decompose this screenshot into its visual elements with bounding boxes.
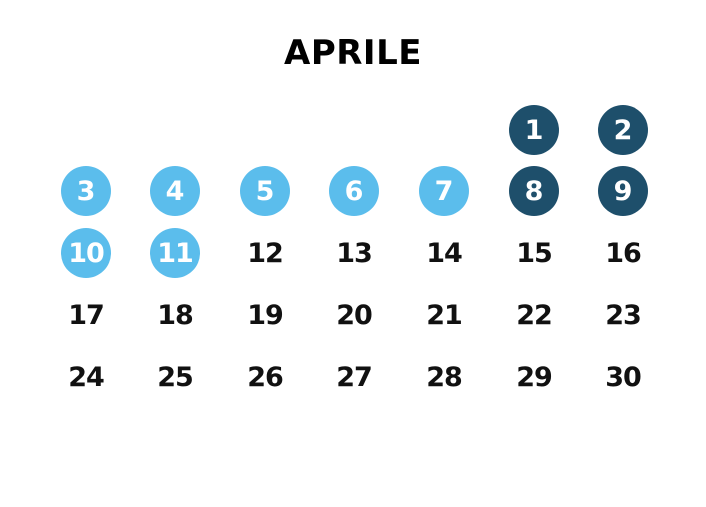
day-15: 15: [516, 237, 553, 269]
day-4: 4: [150, 166, 200, 216]
day-14: 14: [426, 237, 463, 269]
day-21: 21: [426, 299, 463, 331]
month-title: APRILE: [284, 33, 422, 73]
day-18: 18: [157, 299, 194, 331]
day-22: 22: [516, 299, 553, 331]
day-20: 20: [336, 299, 373, 331]
day-26: 26: [247, 361, 284, 393]
day-5: 5: [240, 166, 290, 216]
day-2: 2: [598, 105, 648, 155]
day-12: 12: [247, 237, 284, 269]
day-1: 1: [509, 105, 559, 155]
day-24: 24: [68, 361, 105, 393]
day-16: 16: [605, 237, 642, 269]
day-27: 27: [336, 361, 373, 393]
day-28: 28: [426, 361, 463, 393]
day-30: 30: [605, 361, 642, 393]
day-29: 29: [516, 361, 553, 393]
day-8: 8: [509, 166, 559, 216]
day-19: 19: [247, 299, 284, 331]
day-3: 3: [61, 166, 111, 216]
day-6: 6: [329, 166, 379, 216]
day-23: 23: [605, 299, 642, 331]
day-7: 7: [419, 166, 469, 216]
day-13: 13: [336, 237, 373, 269]
day-17: 17: [68, 299, 105, 331]
day-9: 9: [598, 166, 648, 216]
day-10: 10: [61, 228, 111, 278]
day-11: 11: [150, 228, 200, 278]
day-25: 25: [157, 361, 194, 393]
